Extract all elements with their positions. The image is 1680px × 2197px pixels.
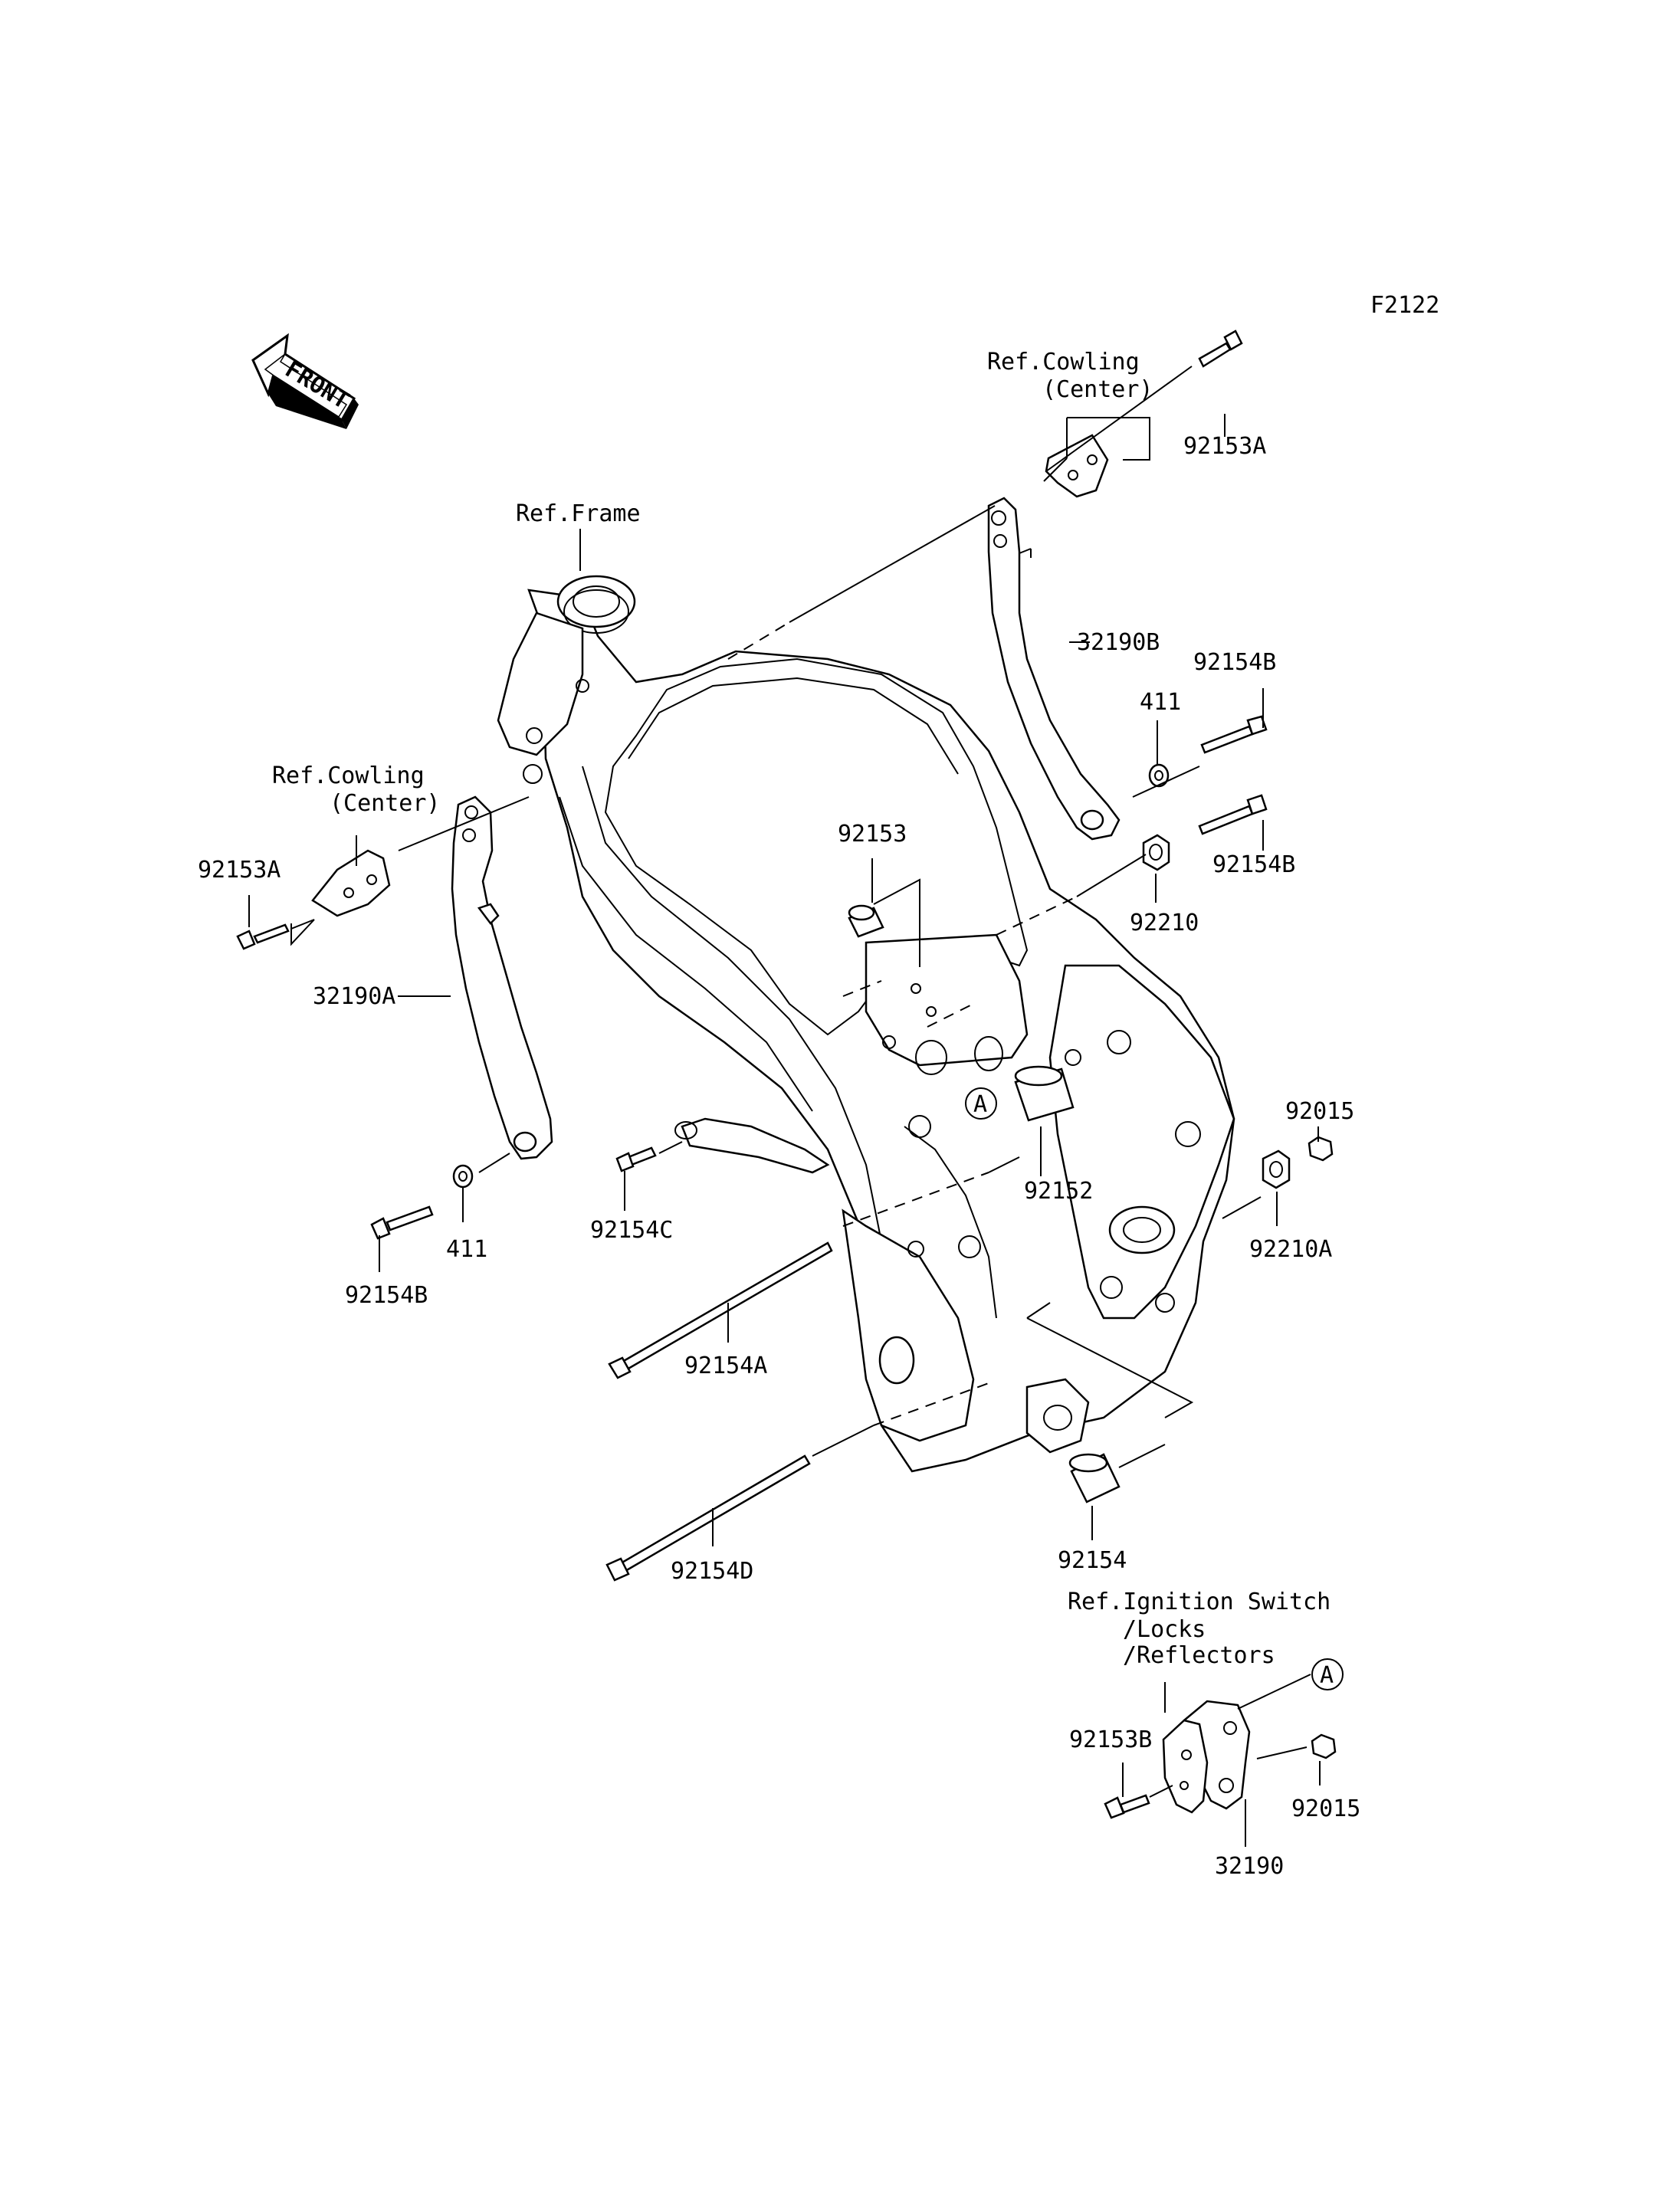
bracket-32190B <box>987 497 1121 841</box>
part-92153A-right: 92153A <box>1183 433 1266 460</box>
ignition-bracket <box>1162 1719 1209 1814</box>
part-32190A: 32190A <box>313 983 395 1010</box>
nut-92210A <box>1262 1149 1291 1189</box>
bolt-92153B <box>1104 1794 1150 1819</box>
label-ref-ignition-sub1: /Locks <box>1123 1616 1206 1643</box>
label-ref-cowling-left-sub: (Center) <box>330 790 441 817</box>
part-92153B: 92153B <box>1069 1726 1152 1753</box>
part-92210: 92210 <box>1130 910 1199 936</box>
part-92154: 92154 <box>1058 1547 1127 1574</box>
bolt-92154D <box>605 1454 811 1582</box>
nut-92015-right <box>1308 1136 1334 1162</box>
part-92154B-top: 92154B <box>1193 649 1276 676</box>
ref-marker-a-lower-label: A <box>1320 1662 1334 1689</box>
nut-92015-bottom <box>1311 1733 1337 1759</box>
bolt-92154C <box>615 1146 657 1172</box>
washer-411-right <box>1148 763 1170 788</box>
part-92210A: 92210A <box>1249 1236 1332 1263</box>
part-411-right: 411 <box>1140 689 1181 716</box>
label-ref-cowling-left: Ref.Cowling <box>272 762 425 789</box>
collar-92154 <box>1068 1453 1121 1503</box>
front-arrow-icon: FRONT <box>251 333 359 429</box>
bolt-92153A-right <box>1198 330 1243 368</box>
label-ref-cowling-right: Ref.Cowling <box>987 349 1140 375</box>
bolt-92153A-left <box>236 923 290 950</box>
bracket-32190A <box>451 795 553 1160</box>
part-411-left: 411 <box>446 1236 487 1263</box>
part-92152: 92152 <box>1024 1178 1093 1205</box>
bolt-92154B-top <box>1200 715 1268 754</box>
part-92154C: 92154C <box>590 1217 673 1244</box>
part-92153: 92153 <box>838 821 907 848</box>
assembly-lines <box>290 366 1311 1798</box>
bolt-92154B-mid <box>1198 794 1268 835</box>
figure-code: F2122 <box>1370 292 1439 319</box>
bolt-92154A <box>608 1241 833 1379</box>
nut-92210 <box>1142 834 1170 871</box>
part-32190: 32190 <box>1215 1853 1284 1880</box>
bolt-92154B-left <box>370 1205 434 1240</box>
cowling-bracket-left <box>311 849 391 917</box>
washer-411-left <box>452 1164 474 1189</box>
main-frame <box>497 575 1235 1473</box>
part-92015-bottom: 92015 <box>1291 1795 1360 1822</box>
label-ref-ignition: Ref.Ignition Switch <box>1068 1589 1331 1615</box>
part-92153A-left: 92153A <box>198 857 281 884</box>
collar-92152 <box>1014 1065 1075 1122</box>
part-92154B-mid: 92154B <box>1212 851 1295 878</box>
part-92154B-left: 92154B <box>345 1282 428 1309</box>
label-ref-frame: Ref.Frame <box>516 500 641 527</box>
ref-marker-a-upper-label: A <box>973 1091 987 1118</box>
part-32190B: 32190B <box>1077 629 1160 656</box>
part-92154D: 92154D <box>671 1558 753 1585</box>
leader-lines <box>248 414 1321 1847</box>
cowling-bracket-right <box>1045 434 1109 498</box>
ref-marker-a-lower: A <box>1311 1658 1344 1690</box>
collar-92153 <box>848 904 884 938</box>
part-92015-right: 92015 <box>1285 1098 1354 1125</box>
labels: Ref.Cowling (Center) Ref.Frame Ref.Cowli… <box>198 349 1360 1880</box>
part-92154A: 92154A <box>684 1353 767 1379</box>
ref-marker-a-upper: A <box>965 1087 997 1120</box>
label-ref-ignition-sub2: /Reflectors <box>1123 1642 1275 1669</box>
label-ref-cowling-right-sub: (Center) <box>1042 376 1153 403</box>
